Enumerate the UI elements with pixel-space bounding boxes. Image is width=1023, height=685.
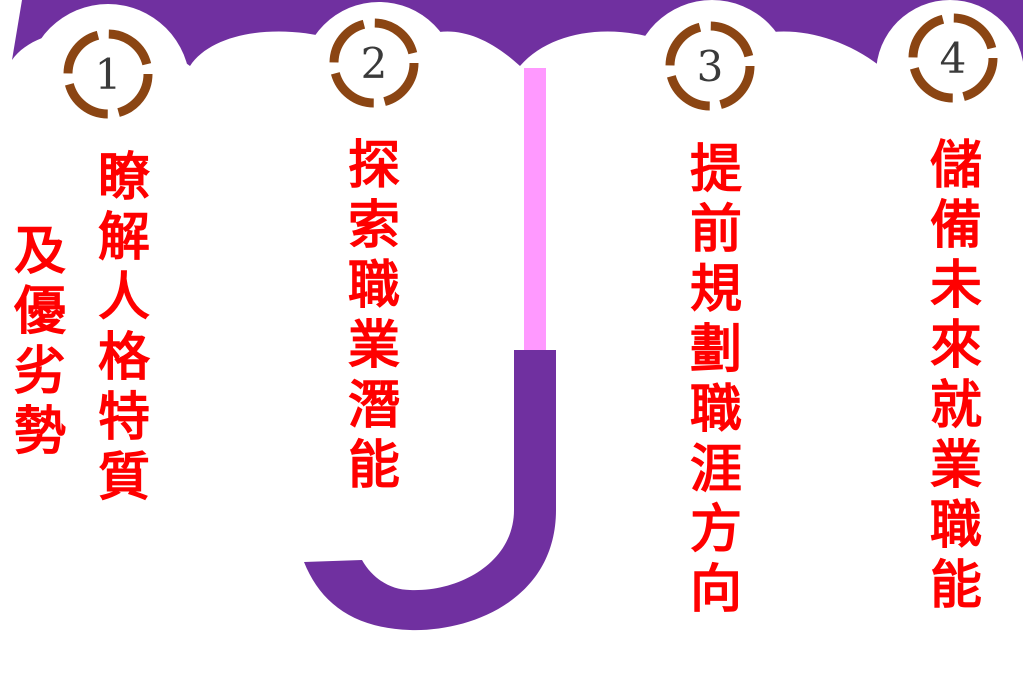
badge-number-1: 1 — [95, 50, 122, 99]
vertical-char: 勢 — [14, 402, 67, 462]
vertical-char: 職 — [930, 496, 983, 556]
vertical-char: 格 — [98, 328, 151, 388]
vertical-char: 規 — [690, 260, 743, 320]
umbrella-handle — [304, 350, 556, 631]
umbrella-shaft — [524, 68, 546, 358]
step-4-title: 儲備未來就業職能 — [930, 136, 982, 616]
vertical-char: 職 — [348, 256, 401, 316]
vertical-char: 優 — [14, 282, 67, 342]
vertical-char: 儲 — [930, 136, 983, 196]
vertical-char: 索 — [348, 196, 401, 256]
vertical-char: 人 — [98, 268, 151, 328]
vertical-char: 及 — [14, 222, 67, 282]
vertical-char: 能 — [930, 556, 983, 616]
vertical-char: 未 — [930, 256, 983, 316]
number-badge-2: 2 — [329, 18, 419, 108]
badge-number-3: 3 — [697, 42, 724, 91]
vertical-char: 來 — [930, 316, 983, 376]
vertical-char: 向 — [690, 560, 743, 620]
umbrella-canopy — [12, 0, 1023, 66]
number-badge-3: 3 — [665, 21, 755, 111]
vertical-char: 提 — [690, 140, 743, 200]
vertical-char: 瞭 — [98, 148, 151, 208]
vertical-char: 業 — [930, 436, 983, 496]
vertical-char: 潛 — [348, 376, 401, 436]
number-badge-4: 4 — [908, 13, 998, 103]
badge-number-4: 4 — [940, 34, 967, 83]
vertical-char: 業 — [348, 316, 401, 376]
vertical-char: 備 — [930, 196, 983, 256]
badge-ring-4 — [908, 13, 998, 103]
vertical-char: 就 — [930, 376, 983, 436]
badge-ring-2 — [329, 18, 419, 108]
vertical-char: 前 — [690, 200, 743, 260]
vertical-char: 質 — [98, 448, 151, 508]
vertical-char: 涯 — [690, 440, 743, 500]
vertical-char: 方 — [690, 500, 743, 560]
vertical-char: 劃 — [690, 320, 743, 380]
vertical-char: 探 — [348, 136, 401, 196]
vertical-char: 職 — [690, 380, 743, 440]
number-badge-1: 1 — [63, 29, 153, 119]
badge-number-2: 2 — [361, 39, 388, 88]
step-2-title: 探索職業潛能 — [348, 136, 400, 496]
vertical-char: 特 — [98, 388, 151, 448]
step-1-subtitle: 及優劣勢 — [14, 222, 66, 462]
vertical-char: 劣 — [14, 342, 67, 402]
badge-ring-1 — [63, 29, 153, 119]
vertical-char: 解 — [98, 208, 151, 268]
step-3-title: 提前規劃職涯方向 — [690, 140, 742, 620]
step-1-title: 瞭解人格特質 — [98, 148, 150, 508]
vertical-char: 能 — [348, 436, 401, 496]
badge-ring-3 — [665, 21, 755, 111]
